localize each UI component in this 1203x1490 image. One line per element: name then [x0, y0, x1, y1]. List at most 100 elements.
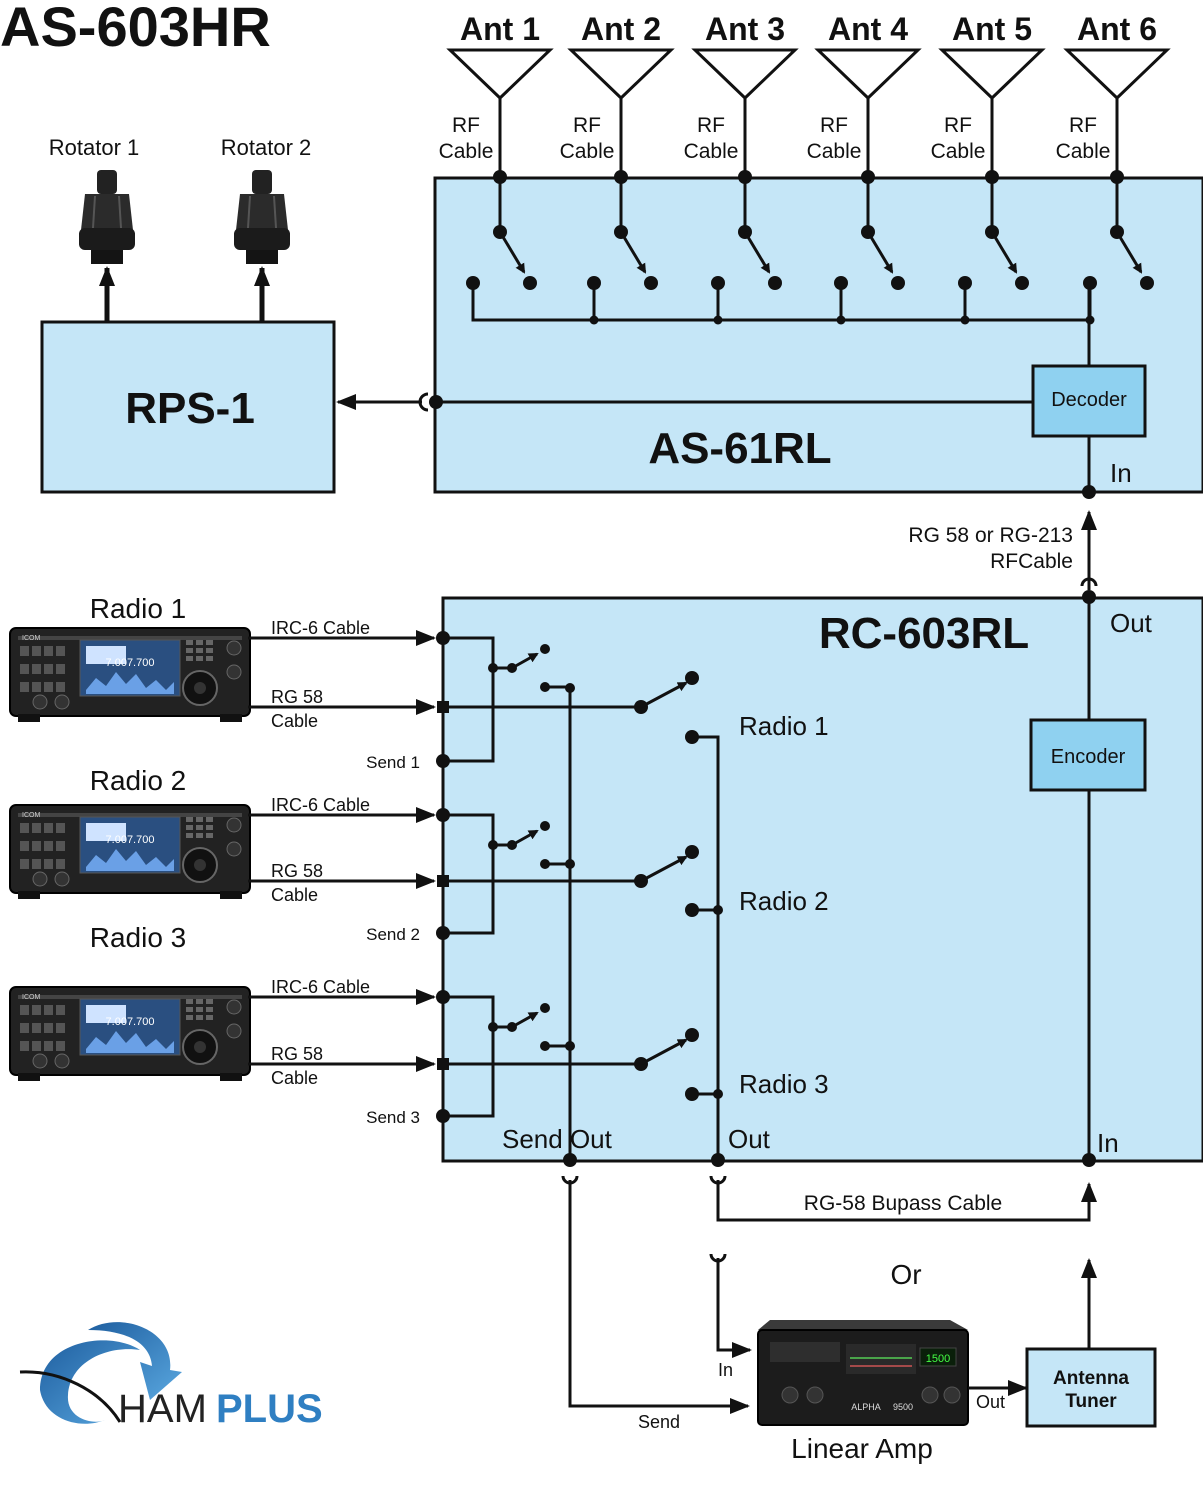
radio-1-irc-label: IRC-6 Cable [271, 618, 370, 638]
antenna-2-switch-arm [619, 231, 647, 274]
antenna-1-cable-label-2: Cable [439, 140, 494, 163]
logo-text-ham: HAM [118, 1387, 207, 1431]
radio-2-rg-port [437, 875, 449, 887]
radio-2-send-contact-a [540, 821, 550, 831]
rf-out-label: Out [728, 1124, 771, 1154]
radio-2-rf-contact-open [685, 845, 699, 859]
radio-3-rg-port [437, 1058, 449, 1070]
antenna-tuner-box [1025, 1347, 1157, 1428]
antenna-5-contact-direct [1015, 276, 1029, 290]
decoder-label: Decoder [1051, 389, 1127, 411]
as61rl-label: AS-61RL [648, 424, 831, 473]
antenna-4-contact-direct [891, 276, 905, 290]
radio-3-icon: 7.007.700 ICOM [9, 986, 251, 1081]
antenna-4-cable-label-1: RF [820, 114, 848, 137]
page-title: AS-603HR [0, 0, 271, 58]
radio-2-freq-text: 7.007.700 [106, 834, 155, 846]
radio-3-rf-switch-arm [640, 1038, 688, 1066]
send-bus-top-node [565, 683, 575, 693]
antenna-2-icon [567, 48, 675, 101]
radio-1-rf-output-contact [685, 730, 699, 744]
antenna-6-contact-direct [1140, 276, 1154, 290]
logo-swoosh-1 [40, 1340, 140, 1424]
antenna-3-icon [691, 48, 799, 101]
radio-3-send-label: Send 3 [366, 1108, 420, 1127]
rc603rl-out-label: Out [1110, 608, 1153, 638]
radio-3-brand-text: ICOM [22, 994, 40, 1001]
radio-2-rg-label-1: RG 58 [271, 861, 323, 881]
radio-2-rf-bus-junction [713, 905, 723, 915]
antenna-6-port [1110, 170, 1124, 184]
send-out-port [563, 1153, 577, 1167]
antenna-3-cable-label-2: Cable [684, 140, 739, 163]
radio-3-send-bus-junction [565, 1041, 575, 1051]
radio-2-send-label: Send 2 [366, 925, 420, 944]
antenna-4-icon [814, 48, 922, 101]
logo-text-plus: PLUS [216, 1387, 323, 1431]
rps1-box [40, 320, 336, 494]
radio-1-rf-contact-open [685, 671, 699, 685]
radio-3-label: Radio 3 [90, 922, 187, 953]
antenna-2-contact-direct [644, 276, 658, 290]
antenna-6-cable-label-2: Cable [1056, 140, 1111, 163]
radio-3-send-loop [443, 995, 495, 1118]
radio-2-send-loop [443, 813, 495, 935]
bypass-cable-label: RG-58 Bupass Cable [804, 1192, 1002, 1215]
rps1-label: RPS-1 [125, 384, 255, 433]
antenna-1-port [493, 170, 507, 184]
radio-2-send-bus-junction [565, 859, 575, 869]
radio-1-send-switch-arm [511, 652, 539, 670]
radio-1-brand-text: ICOM [22, 635, 40, 642]
antenna-label-1: Ant 1 [460, 11, 540, 47]
as61rl-in-port [1082, 485, 1096, 499]
radio-2-irc-label: IRC-6 Cable [271, 795, 370, 815]
radio-1-icon: 7.007.700 ICOM [9, 627, 251, 722]
antenna-4-cable-label-2: Cable [807, 140, 862, 163]
radio-2-rf-switch-arm [640, 855, 688, 883]
radio-3-irc-label: IRC-6 Cable [271, 977, 370, 997]
send-to-amp-line [568, 1180, 750, 1414]
rc603rl-in-label: In [1097, 1128, 1119, 1158]
antenna-6-icon [1063, 48, 1171, 101]
antenna-label-2: Ant 2 [581, 11, 661, 47]
radio-3-rf-contact-open [685, 1028, 699, 1042]
antenna-1-switch-arm [498, 231, 526, 274]
bypass-cable-line [716, 1180, 1097, 1222]
antenna-1-cable-label-1: RF [452, 114, 480, 137]
antenna-label-3: Ant 3 [705, 11, 785, 47]
amp-send-label: Send [638, 1412, 680, 1432]
amp-model-text: 9500 [893, 1402, 913, 1412]
antenna-1-contact-direct [523, 276, 537, 290]
rc603rl-in-port [1082, 1153, 1096, 1167]
antenna-common-bus [471, 283, 1089, 322]
link-connector-mark [1080, 577, 1098, 587]
amp-display-text: 1500 [926, 1353, 950, 1365]
radio-3-freq-text: 7.007.700 [106, 1016, 155, 1028]
radio-2-icon: 7.007.700 ICOM [9, 804, 251, 899]
radio-1-send-contact-a [540, 644, 550, 654]
antenna-3-contact-direct [768, 276, 782, 290]
antenna-3-cable-label-1: RF [697, 114, 725, 137]
radio-1-freq-text: 7.007.700 [106, 657, 155, 669]
radio-port-label-2: Radio 2 [739, 886, 829, 916]
radio-2-label: Radio 2 [90, 765, 187, 796]
antenna-5-switch-arm [990, 231, 1018, 274]
rf-out-port [711, 1153, 725, 1167]
as61rl-box [433, 176, 1203, 494]
amp-brand-text: ALPHA [851, 1402, 881, 1412]
antenna-2-port [614, 170, 628, 184]
radio-2-brand-text: ICOM [22, 812, 40, 819]
logo-stroke [19, 1370, 122, 1423]
linear-amp-icon: 1500 ALPHA 9500 [757, 1320, 969, 1426]
antenna-4-switch-arm [866, 231, 894, 274]
tuner-label-2: Tuner [1065, 1391, 1117, 1412]
rotator2-icon [234, 170, 290, 264]
radio-2-send-switch-arm [511, 829, 539, 847]
antenna-label-5: Ant 5 [952, 11, 1032, 47]
as61rl-in-label: In [1110, 458, 1132, 488]
decoder-box [1031, 364, 1147, 438]
antenna-2-cable-label-1: RF [573, 114, 601, 137]
